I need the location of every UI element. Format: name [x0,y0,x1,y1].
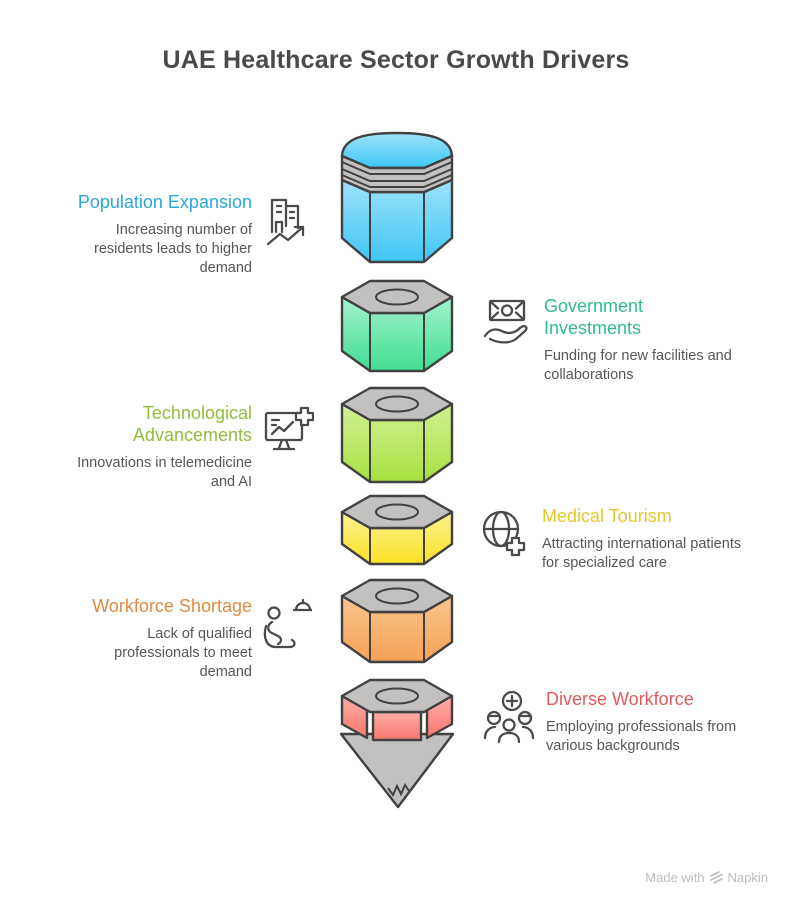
pencil-segment-yellow [340,494,454,566]
item-description: Attracting international patients for sp… [542,535,742,571]
people-plus-icon [482,689,536,754]
watermark-prefix: Made with [645,870,705,885]
item-heading: Workforce Shortage [92,596,252,616]
seated-person-icon [260,596,314,661]
item-population-expansion: Population Expansion Increasing number o… [38,192,320,277]
item-description: Employing professionals from various bac… [546,718,737,754]
pencil-segment-top [340,131,454,264]
pencil-segment-lime [340,386,454,484]
item-description: Innovations in telemedicine and AI [77,454,252,490]
item-description: Increasing number of residents leads to … [94,221,252,276]
item-heading: Population Expansion [77,192,252,212]
watermark: Made with Napkin [645,870,768,885]
monitor-medical-icon [260,403,315,462]
pencil-segment-red-tip [340,678,454,809]
item-government-investments: Government Investments Funding for new f… [482,296,762,385]
item-heading: Technological Advancements [132,403,252,445]
globe-medical-icon [476,506,532,567]
item-technological-advancements: Technological Advancements Innovations i… [38,403,315,492]
item-heading: Government Investments [544,296,644,338]
item-description: Funding for new facilities and collabora… [544,347,732,383]
pencil-segment-orange [340,578,454,664]
pencil-tip-cone [340,732,454,809]
watermark-brand: Napkin [727,870,768,885]
buildings-growth-icon [260,192,320,255]
money-hand-icon [482,296,534,355]
item-heading: Medical Tourism [542,506,672,526]
pencil-segment-green [340,279,454,373]
item-diverse-workforce: Diverse Workforce Employing professional… [482,689,782,756]
item-heading: Diverse Workforce [546,689,694,709]
napkin-logo-icon [709,871,723,884]
page-title: UAE Healthcare Sector Growth Drivers [162,46,630,74]
item-workforce-shortage: Workforce Shortage Lack of qualified pro… [38,596,314,681]
item-medical-tourism: Medical Tourism Attracting international… [476,506,776,573]
item-description: Lack of qualified professionals to meet … [114,625,252,680]
